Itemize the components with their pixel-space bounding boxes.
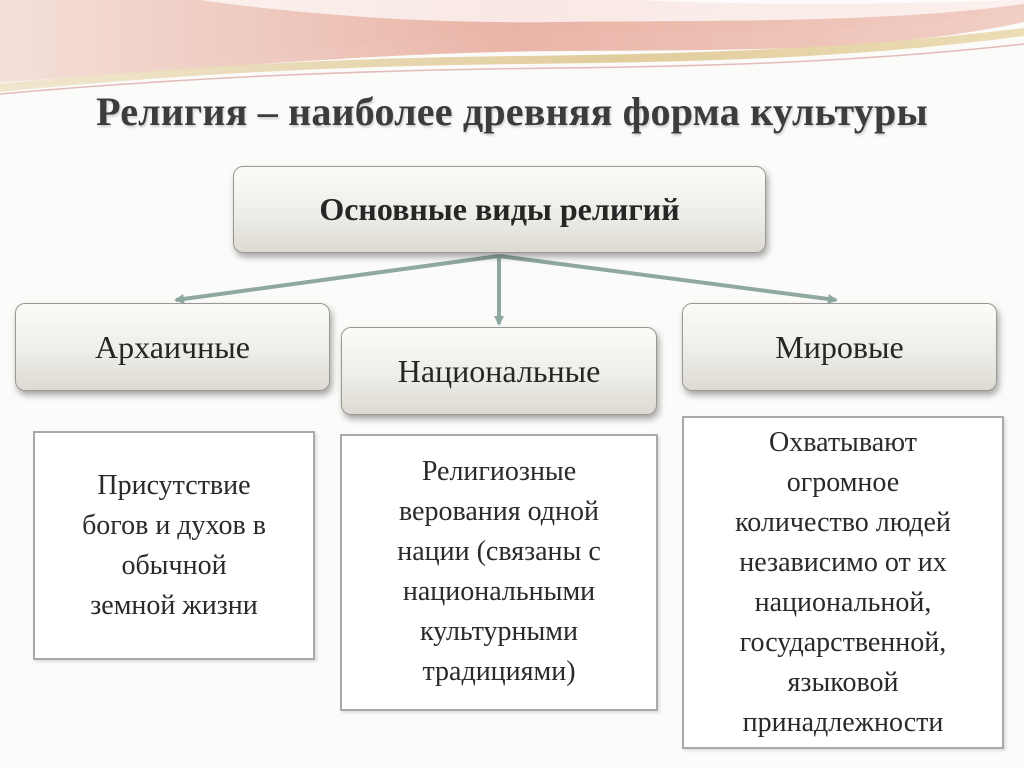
description-text: Присутствие богов и духов в обычной земн… [82, 469, 266, 621]
root-label: Основные виды религий [319, 191, 680, 227]
arrow-to-world [498, 254, 838, 304]
category-label: Национальные [397, 352, 601, 389]
description-archaic: Присутствие богов и духов в обычной земн… [33, 431, 315, 660]
category-archaic: Архаичные [15, 303, 330, 391]
description-world: Охватывают огромное количество людей нез… [682, 416, 1004, 749]
slide-title: Религия – наиболее древняя форма культур… [96, 89, 928, 134]
header-wave-decoration [0, 0, 1024, 95]
category-label: Архаичные [95, 328, 250, 365]
description-text: Религиозные верования одной нации (связа… [397, 456, 601, 687]
arrow-to-archaic [174, 254, 500, 304]
category-world: Мировые [682, 303, 997, 391]
description-national: Религиозные верования одной нации (связа… [340, 434, 658, 711]
description-text: Охватывают огромное количество людей нез… [735, 426, 951, 738]
category-national: Национальные [341, 327, 657, 415]
category-label: Мировые [775, 328, 904, 365]
root-node: Основные виды религий [233, 166, 766, 253]
